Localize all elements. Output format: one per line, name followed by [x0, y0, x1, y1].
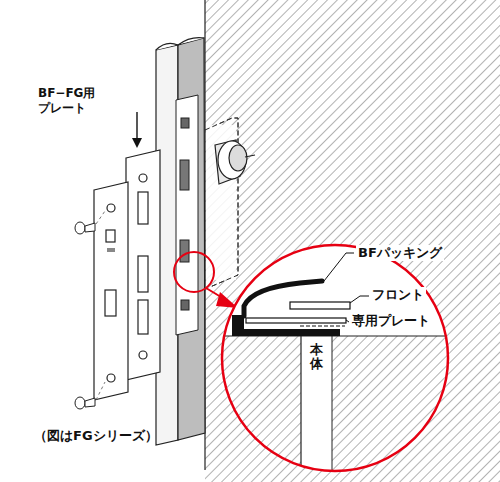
- part-label: フロント: [370, 287, 426, 303]
- detail-content: [215, 281, 462, 482]
- detail-marker: [174, 252, 214, 292]
- leader-lines: [324, 253, 369, 322]
- part-label: 本体: [308, 342, 325, 373]
- part-label: 専用プレート: [350, 313, 432, 329]
- screws: [75, 222, 95, 409]
- detail-circle: [222, 245, 448, 471]
- label-arrow: [132, 112, 142, 148]
- front-plate: [94, 182, 128, 400]
- part-label: BFパッキング: [356, 245, 444, 261]
- cylinder: [215, 140, 255, 184]
- caption: （図はFGシリーズ）: [34, 428, 158, 444]
- front-on-door: [176, 95, 198, 335]
- bf-fg-plate: [126, 150, 160, 380]
- assembly-guides: [96, 211, 105, 400]
- door-edge-strip: [156, 38, 205, 445]
- part-label: BF−FG用 プレート: [38, 86, 110, 116]
